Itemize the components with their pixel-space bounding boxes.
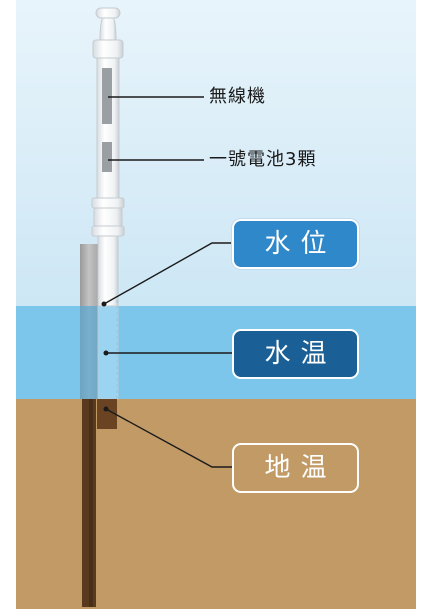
gray-pipe-underwater [80,306,98,399]
radio-module [102,68,112,124]
ground-temp-label: 地温 [232,443,359,493]
water-temp-label: 水温 [232,329,359,379]
water-temp-sensor-dot [103,350,109,356]
water-level-leader-line [103,242,232,305]
ground-temp-leader-line [105,408,232,468]
battery-label: 一號電池3顆 [209,149,317,170]
brown-pipe-shade [89,399,93,607]
battery-pack [102,142,112,172]
ground-layer [16,399,416,609]
water-level-sensor-dot [101,301,107,307]
radio-label: 無線機 [209,86,266,107]
ground-temp-sensor-dot [103,406,109,412]
water-level-label: 水位 [232,219,359,269]
